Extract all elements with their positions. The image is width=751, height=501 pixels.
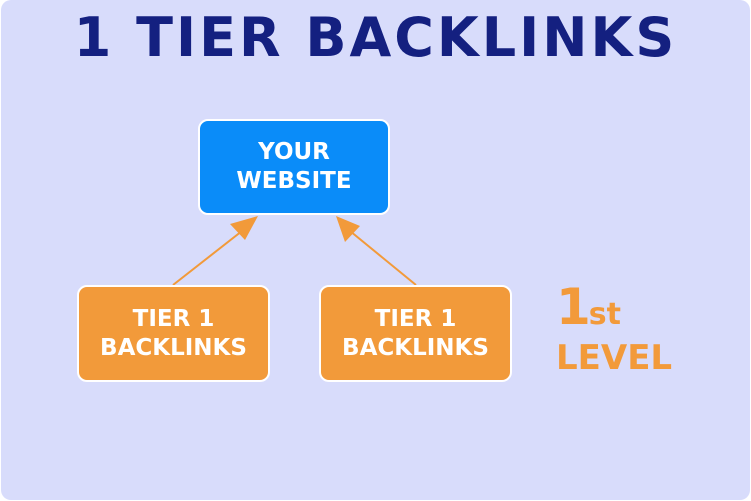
level-suffix: st <box>588 297 621 332</box>
arrow-right-to-website <box>336 216 417 286</box>
level-word: LEVEL <box>556 338 673 378</box>
your-website-line2: WEBSITE <box>236 168 352 194</box>
your-website-node: YOUR WEBSITE <box>198 119 390 215</box>
arrow-left-to-website <box>172 216 258 286</box>
tier1-backlinks-node-left: TIER 1 BACKLINKS <box>77 285 270 382</box>
tier-right-line1: TIER 1 <box>374 305 457 332</box>
level-number: 1 <box>556 278 591 336</box>
tier-left-line2: BACKLINKS <box>100 334 247 361</box>
tier1-backlinks-node-right: TIER 1 BACKLINKS <box>319 285 512 382</box>
your-website-line1: YOUR <box>258 139 330 165</box>
tier-right-line2: BACKLINKS <box>342 334 489 361</box>
tier-left-line1: TIER 1 <box>132 305 215 332</box>
level-label: 1st LEVEL <box>556 282 672 376</box>
diagram-title: 1 TIER BACKLINKS <box>73 6 678 69</box>
